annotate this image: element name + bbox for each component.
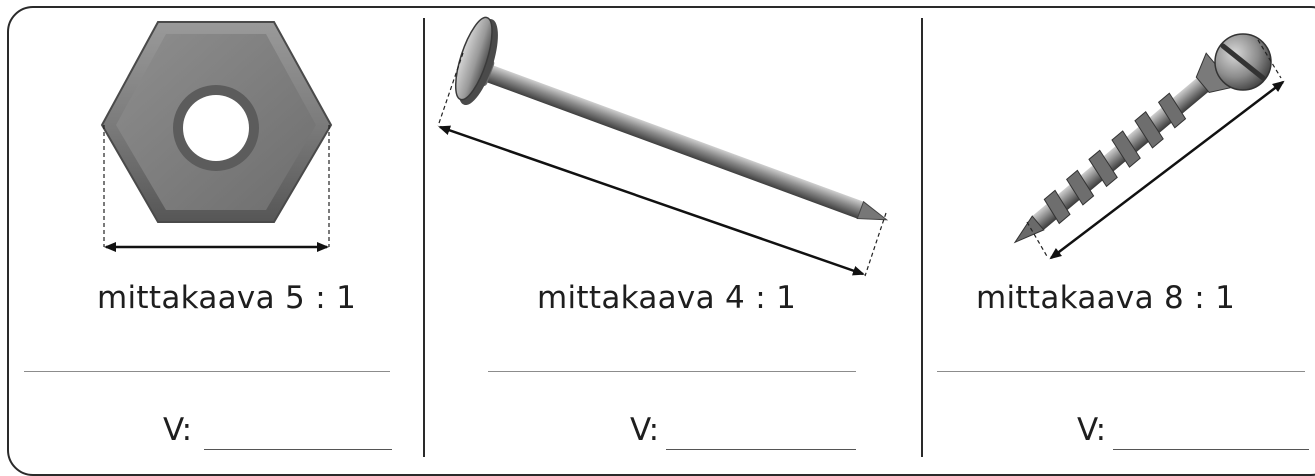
measure-arrow <box>438 125 865 276</box>
column-divider <box>423 18 425 457</box>
answer-field: V: <box>163 412 393 452</box>
screw-illustration <box>1013 33 1285 260</box>
scale-label: mittakaava 8 : 1 <box>976 280 1236 316</box>
scale-label: mittakaava 4 : 1 <box>537 280 797 316</box>
answer-blank[interactable] <box>204 449 392 450</box>
column-divider <box>921 18 923 457</box>
scale-label: mittakaava 5 : 1 <box>97 280 357 316</box>
work-line <box>937 371 1305 372</box>
exercise-panel-nut: mittakaava 5 : 1 V: <box>0 0 423 457</box>
answer-field: V: <box>1077 412 1315 452</box>
work-line <box>24 371 390 372</box>
exercise-panel-nail: mittakaava 4 : 1 V: <box>425 0 921 457</box>
answer-label: V: <box>163 412 193 448</box>
exercise-panel-screw: mittakaava 8 : 1 V: <box>923 0 1315 457</box>
answer-label: V: <box>1077 412 1107 448</box>
answer-blank[interactable] <box>666 449 856 450</box>
hex-nut-illustration <box>100 21 333 252</box>
work-line <box>488 371 856 372</box>
answer-blank[interactable] <box>1113 449 1309 450</box>
answer-field: V: <box>630 412 860 452</box>
measure-arrow <box>1049 80 1285 260</box>
answer-label: V: <box>630 412 660 448</box>
nail-illustration <box>437 16 889 277</box>
